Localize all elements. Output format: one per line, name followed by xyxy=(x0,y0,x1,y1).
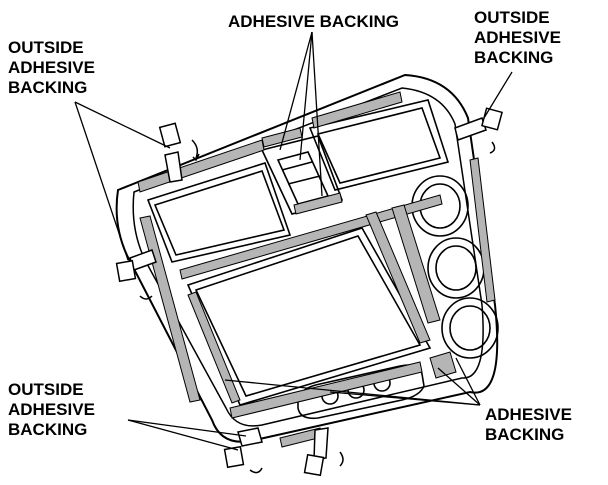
upper-right-opening xyxy=(308,99,450,191)
label-line: OUTSIDE xyxy=(474,8,550,27)
label-line: ADHESIVE BACKING xyxy=(228,12,399,31)
upper-left-opening xyxy=(146,162,292,263)
label-line: ADHESIVE xyxy=(474,28,561,47)
label-outside-adhesive-backing-top-left: OUTSIDE ADHESIVE BACKING xyxy=(8,38,95,98)
label-adhesive-backing-bottom-right: ADHESIVE BACKING xyxy=(485,405,572,445)
label-line: BACKING xyxy=(8,78,88,97)
label-line: ADHESIVE xyxy=(8,58,95,77)
label-line: BACKING xyxy=(8,420,88,439)
label-line: OUTSIDE xyxy=(8,38,84,57)
leader-lines xyxy=(74,31,513,451)
label-outside-adhesive-backing-bottom-left: OUTSIDE ADHESIVE BACKING xyxy=(8,380,95,440)
label-line: BACKING xyxy=(474,48,554,67)
label-line: OUTSIDE xyxy=(8,380,84,399)
outside-tab-top-left xyxy=(158,122,200,183)
label-line: BACKING xyxy=(485,425,565,444)
label-line: ADHESIVE xyxy=(485,405,572,424)
outside-tab-mid-left xyxy=(115,249,157,300)
label-outside-adhesive-backing-top-right: OUTSIDE ADHESIVE BACKING xyxy=(474,8,561,68)
outside-tab-bottom-left xyxy=(223,427,263,474)
outside-tab-top-right xyxy=(454,107,503,154)
outside-tab-bottom-right xyxy=(303,427,344,477)
label-adhesive-backing-top: ADHESIVE BACKING xyxy=(228,12,399,32)
label-line: ADHESIVE xyxy=(8,400,95,419)
